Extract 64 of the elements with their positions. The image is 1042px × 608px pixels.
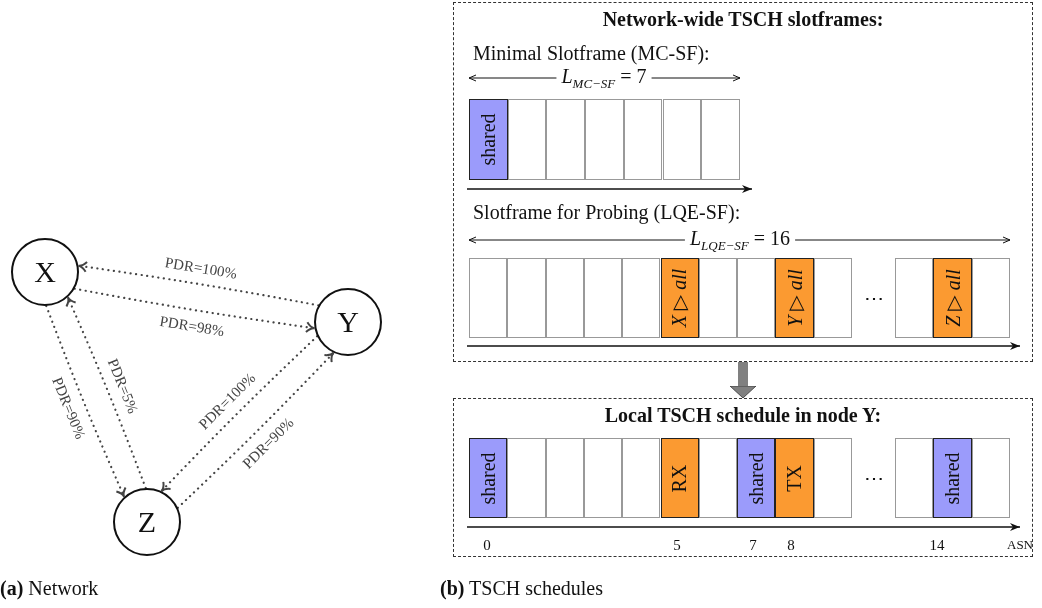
- empty-timeslot: [469, 258, 508, 338]
- ellipsis: ⋯: [864, 466, 884, 490]
- empty-timeslot: [545, 438, 584, 518]
- block-arrow: [729, 362, 757, 399]
- empty-timeslot: [583, 258, 623, 338]
- network-node-circle: X: [11, 238, 79, 306]
- empty-timeslot: [662, 99, 702, 180]
- assigned-timeslot: [775, 438, 814, 518]
- dashed-frame: [453, 398, 1033, 557]
- subfigure-caption: (a) Network: [0, 577, 99, 600]
- empty-timeslot: [971, 258, 1010, 338]
- axis-tick-label: 0: [483, 536, 491, 554]
- empty-timeslot: [546, 99, 586, 180]
- empty-timeslot: [622, 438, 661, 518]
- empty-timeslot: [698, 258, 738, 338]
- empty-timeslot: [701, 99, 740, 180]
- empty-timeslot: [583, 438, 623, 518]
- empty-timeslot: [813, 438, 852, 518]
- assigned-timeslot: [469, 99, 508, 180]
- axis-tick-label: 7: [749, 536, 757, 554]
- panel-heading: Local TSCH schedule in node Y:: [603, 404, 883, 427]
- empty-timeslot: [895, 438, 934, 518]
- slot-label: shared: [476, 451, 500, 505]
- slot-label: Z ▷ all: [940, 269, 965, 327]
- empty-timeslot: [585, 99, 624, 180]
- assigned-timeslot: [933, 438, 972, 518]
- dimension-label: L$_{MC−SF}$ = 7: [561, 64, 647, 92]
- assigned-timeslot: [469, 438, 508, 518]
- empty-timeslot: [507, 258, 546, 338]
- slotframe-heading: Minimal Slotframe (MC-SF):: [473, 42, 710, 65]
- empty-timeslot: [622, 258, 661, 338]
- slot-label: shared: [940, 451, 964, 505]
- axis-tick-label: 5: [673, 536, 681, 554]
- axis-tick-label: ASN: [1007, 537, 1033, 553]
- empty-timeslot: [737, 258, 776, 338]
- empty-timeslot: [971, 438, 1010, 518]
- network-node-circle: Y: [314, 288, 382, 356]
- assigned-timeslot: [660, 438, 699, 518]
- dashed-frame: [453, 2, 1033, 362]
- slot-label: RX: [668, 464, 692, 492]
- assigned-timeslot: [737, 438, 776, 518]
- panel-heading: Network-wide TSCH slotframes:: [601, 8, 885, 31]
- slot-label: Y ▷ all: [782, 269, 807, 327]
- empty-timeslot: [507, 438, 546, 518]
- assigned-timeslot: [933, 258, 972, 338]
- slot-label: TX: [783, 464, 807, 492]
- ellipsis: ⋯: [864, 286, 884, 310]
- axis-tick-label: 8: [787, 536, 795, 554]
- empty-timeslot: [698, 438, 738, 518]
- slot-label: shared: [744, 451, 768, 505]
- axis-tick-label: 14: [929, 536, 945, 554]
- slot-label: X ▷ all: [667, 268, 692, 328]
- empty-timeslot: [545, 258, 584, 338]
- empty-timeslot: [895, 258, 934, 338]
- assigned-timeslot: [775, 258, 814, 338]
- empty-timeslot: [507, 99, 547, 180]
- empty-timeslot: [623, 99, 663, 180]
- subfigure-caption: (b) TSCH schedules: [440, 577, 603, 600]
- slot-label: shared: [476, 113, 500, 166]
- assigned-timeslot: [660, 258, 699, 338]
- slotframe-heading: Slotframe for Probing (LQE-SF):: [473, 201, 741, 224]
- dimension-label: L$_{LQE−SF}$ = 16: [689, 226, 791, 254]
- network-node-circle: Z: [113, 488, 181, 556]
- empty-timeslot: [813, 258, 852, 338]
